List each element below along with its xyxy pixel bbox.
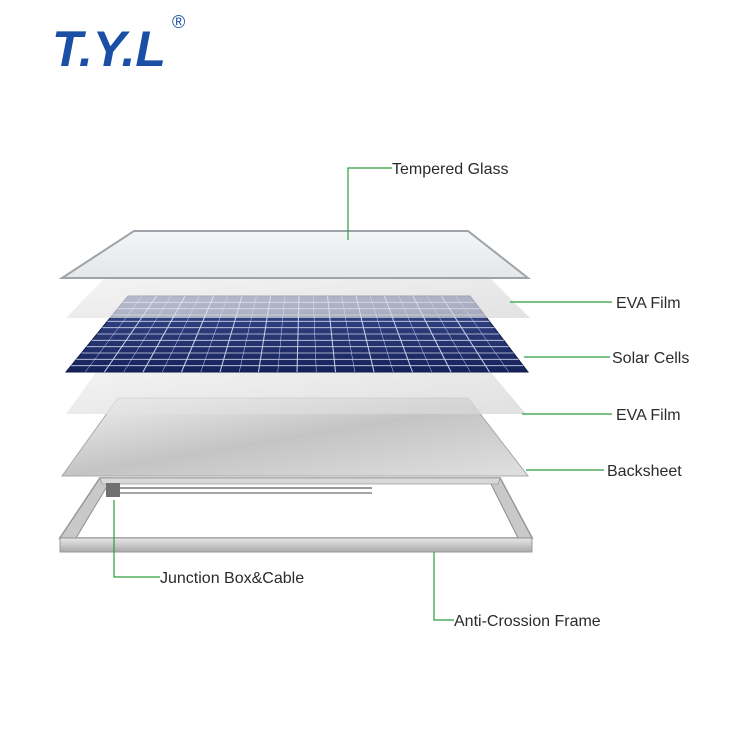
label-eva-film-bottom: EVA Film <box>616 407 681 424</box>
label-frame: Anti-Crossion Frame <box>454 613 601 630</box>
leader-tempered-glass <box>347 167 392 240</box>
tempered-glass-layer <box>58 230 531 279</box>
brand-logo: T.Y.L ® <box>52 12 185 77</box>
label-backsheet: Backsheet <box>607 463 682 480</box>
registered-mark: ® <box>172 12 185 32</box>
label-tempered-glass: Tempered Glass <box>392 161 509 178</box>
leader-frame <box>433 552 454 621</box>
frame-layer <box>58 477 534 553</box>
label-junction-box: Junction Box&Cable <box>160 570 304 587</box>
leader-lines: Tempered Glass EVA Film Solar Cells EVA … <box>113 161 689 630</box>
junction-box-icon <box>106 483 120 497</box>
label-solar-cells: Solar Cells <box>612 350 689 367</box>
label-eva-film-top: EVA Film <box>616 295 681 312</box>
logo-wordmark: T.Y.L <box>52 21 166 77</box>
leader-junction-box <box>113 500 160 578</box>
